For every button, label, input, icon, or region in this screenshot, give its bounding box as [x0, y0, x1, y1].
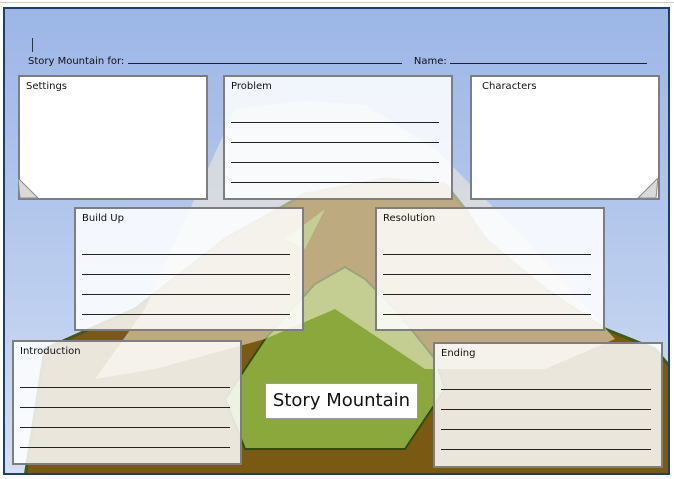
story-mountain-title: Story Mountain: [265, 383, 418, 419]
ending-box[interactable]: Ending: [433, 342, 663, 468]
writing-line[interactable]: [441, 429, 651, 430]
writing-line[interactable]: [383, 294, 591, 295]
writing-line[interactable]: [82, 314, 290, 315]
writing-line[interactable]: [82, 274, 290, 275]
characters-box[interactable]: Characters: [470, 75, 660, 200]
writing-line[interactable]: [383, 314, 591, 315]
writing-line[interactable]: [20, 447, 230, 448]
writing-line[interactable]: [383, 274, 591, 275]
writing-line[interactable]: [383, 254, 591, 255]
introduction-label: Introduction: [20, 346, 81, 357]
characters-page-curl-icon: [636, 178, 659, 199]
writing-line[interactable]: [20, 407, 230, 408]
writing-line[interactable]: [20, 387, 230, 388]
problem-label: Problem: [231, 81, 272, 92]
build-up-label: Build Up: [82, 213, 124, 224]
resolution-label: Resolution: [383, 213, 436, 224]
name-label: Name:: [413, 56, 447, 67]
top-divider: [0, 2, 674, 3]
settings-label: Settings: [26, 81, 68, 92]
writing-line[interactable]: [82, 294, 290, 295]
settings-box[interactable]: Settings: [18, 75, 208, 200]
writing-line[interactable]: [231, 182, 439, 183]
text-cursor: [32, 38, 33, 52]
introduction-box[interactable]: Introduction: [12, 340, 242, 465]
name-field[interactable]: [449, 54, 647, 64]
writing-line[interactable]: [441, 389, 651, 390]
ending-label: Ending: [441, 348, 476, 359]
problem-box[interactable]: Problem: [223, 75, 453, 200]
settings-page-curl-icon: [18, 178, 40, 199]
worksheet-header: Story Mountain for: Name:: [28, 54, 647, 67]
writing-line[interactable]: [231, 142, 439, 143]
writing-line[interactable]: [231, 162, 439, 163]
story-mountain-for-label: Story Mountain for:: [28, 56, 125, 67]
writing-line[interactable]: [20, 427, 230, 428]
build-up-box[interactable]: Build Up: [74, 207, 304, 331]
story-title-field[interactable]: [127, 54, 402, 64]
characters-label: Characters: [482, 81, 537, 92]
writing-line[interactable]: [82, 254, 290, 255]
writing-line[interactable]: [441, 409, 651, 410]
writing-line[interactable]: [441, 449, 651, 450]
writing-line[interactable]: [231, 122, 439, 123]
resolution-box[interactable]: Resolution: [375, 207, 605, 331]
